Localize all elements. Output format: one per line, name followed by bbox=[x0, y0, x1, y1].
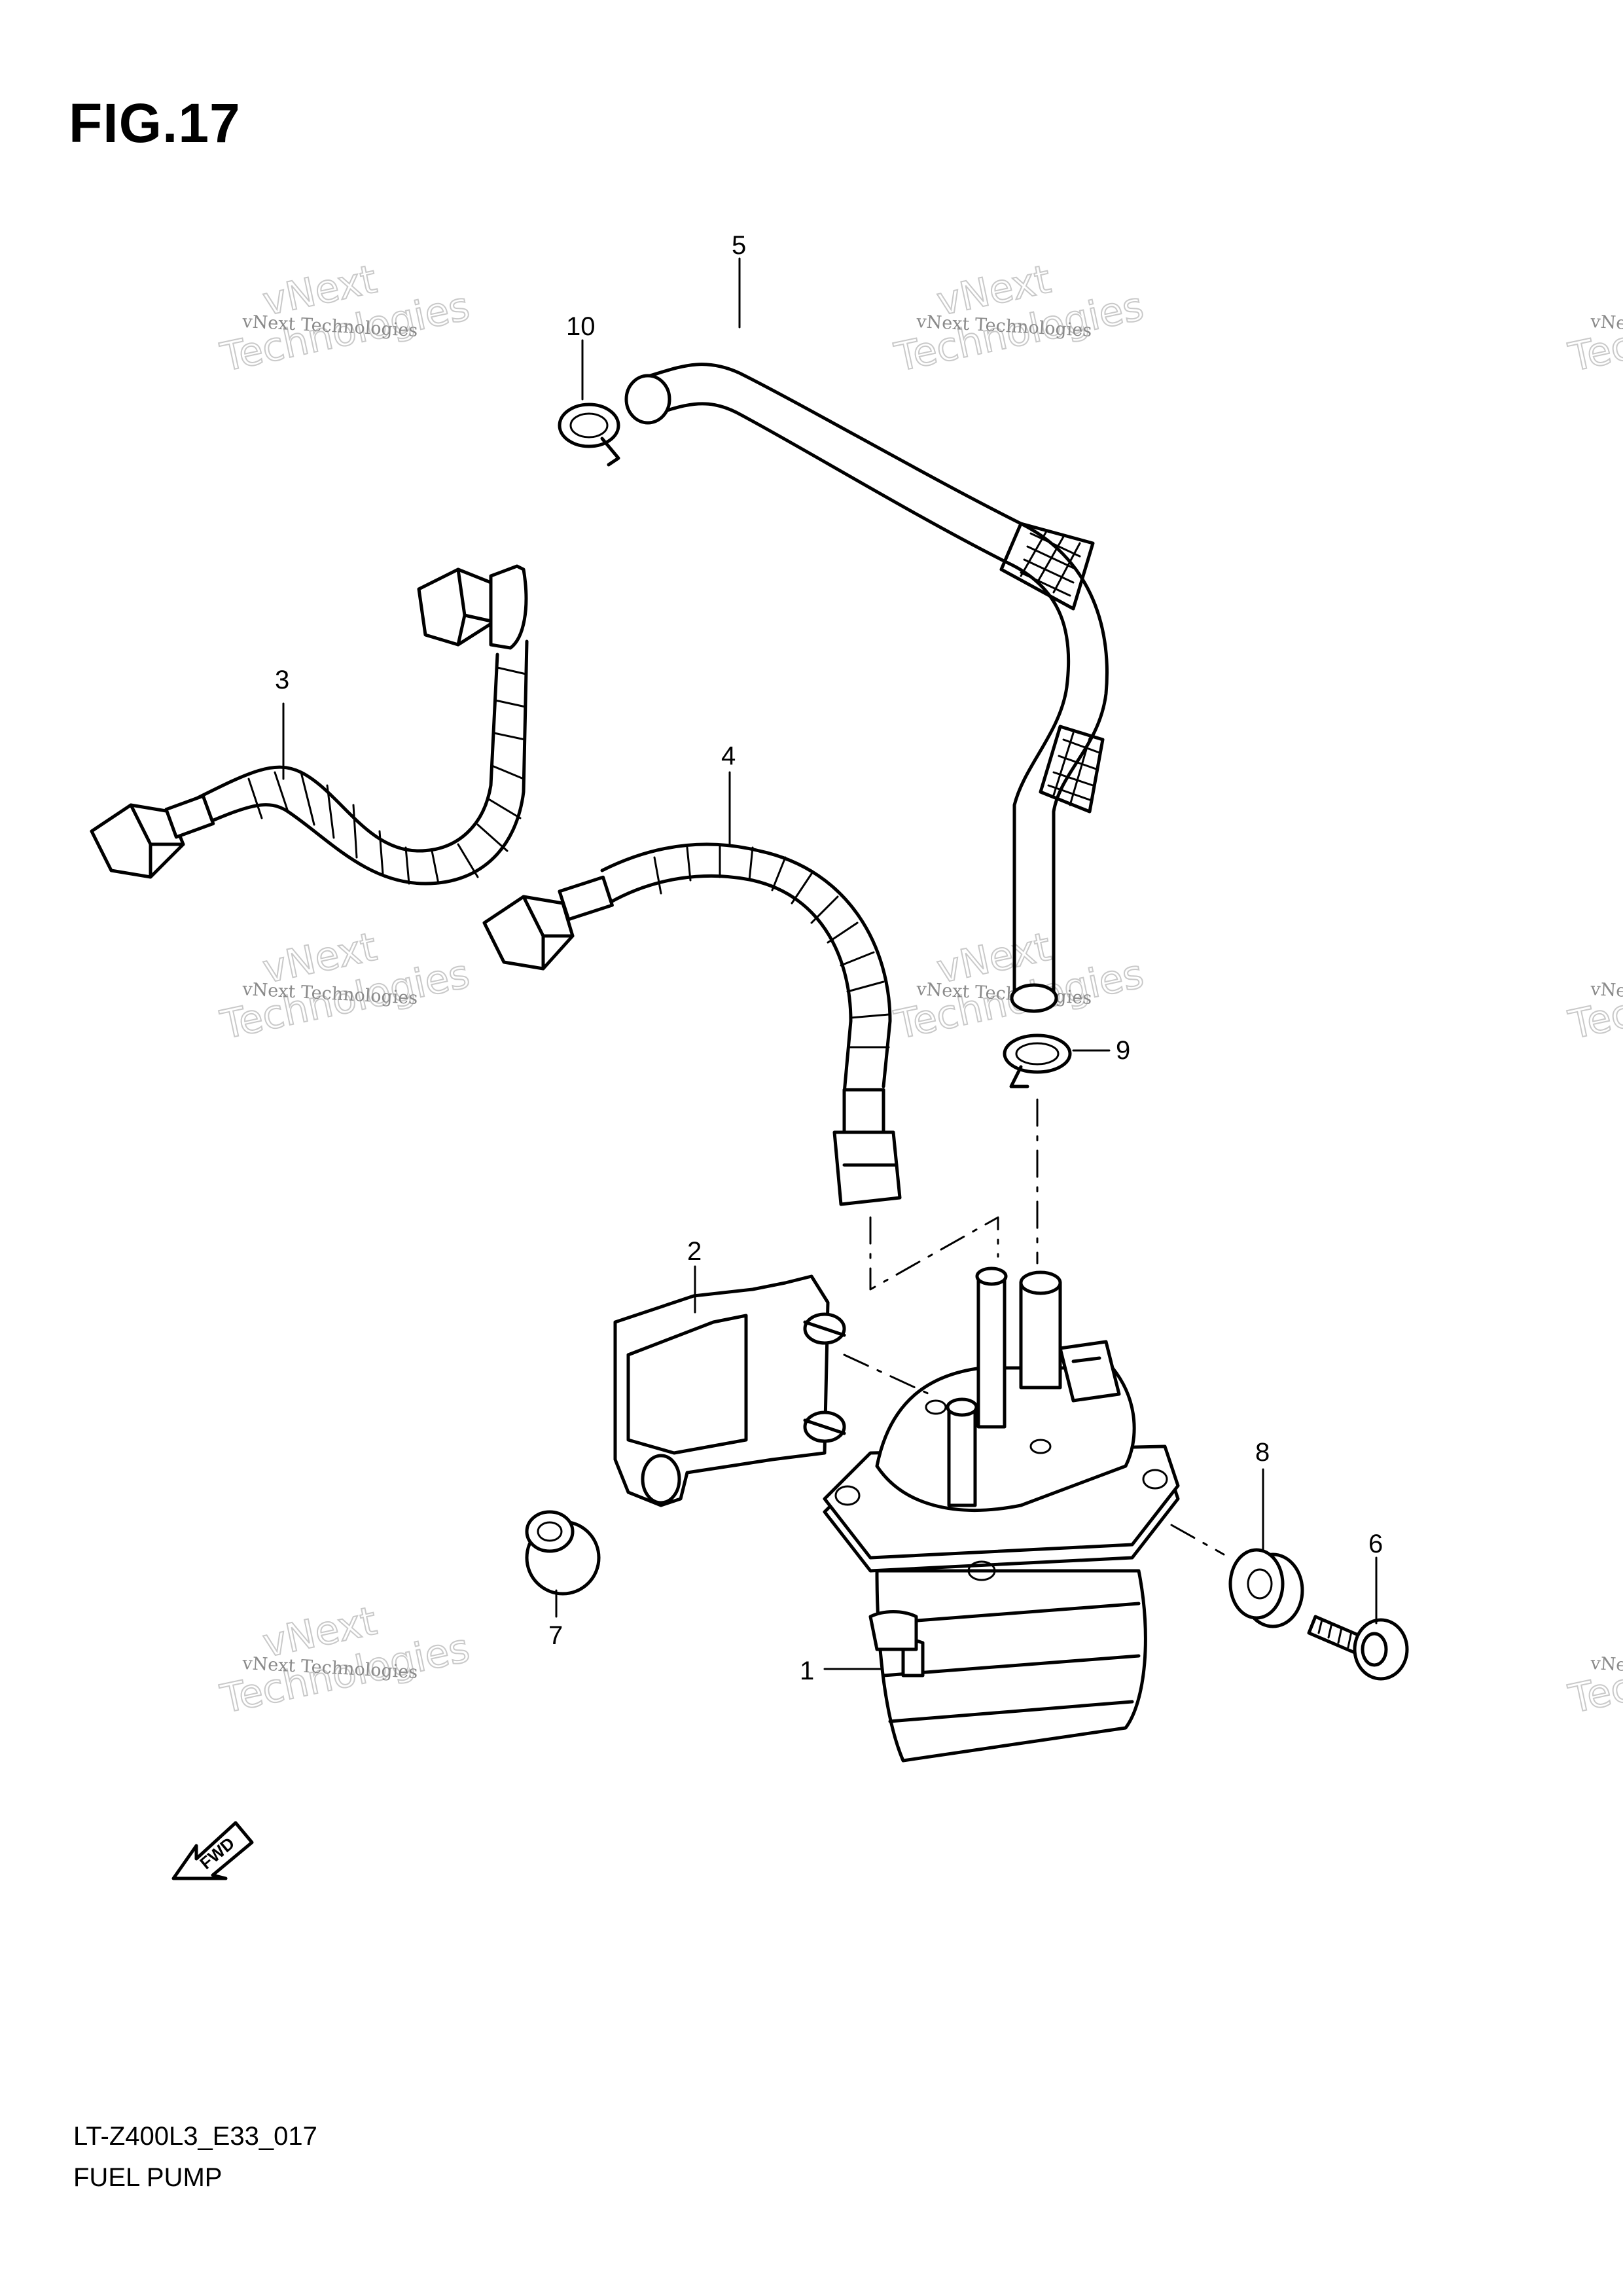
part-5-fuel-hose bbox=[624, 363, 1109, 1013]
part-9-clamp bbox=[1003, 1033, 1072, 1088]
callout-5: 5 bbox=[732, 231, 746, 260]
part-10-clamp bbox=[558, 403, 620, 467]
model-code: LT-Z400L3_E33_017 bbox=[73, 2122, 317, 2151]
callout-9: 9 bbox=[1116, 1036, 1130, 1065]
part-4-fuel-line bbox=[482, 842, 902, 1206]
callout-2: 2 bbox=[687, 1237, 702, 1266]
callout-7: 7 bbox=[548, 1621, 563, 1650]
hose-end bbox=[624, 374, 671, 425]
part-3-fuel-line bbox=[90, 564, 529, 886]
part-2-bracket bbox=[613, 1274, 846, 1507]
assembly-guides bbox=[843, 1098, 1225, 1556]
part-1-fuel-pump bbox=[823, 1266, 1180, 1763]
figure-name: FUEL PUMP bbox=[73, 2163, 223, 2192]
callout-1: 1 bbox=[800, 1657, 814, 1685]
callout-4: 4 bbox=[721, 742, 736, 770]
callout-8: 8 bbox=[1255, 1438, 1270, 1467]
callout-leaders bbox=[282, 257, 1378, 1670]
part-8-grommet bbox=[1228, 1548, 1304, 1628]
callout-3: 3 bbox=[275, 666, 289, 694]
hose-end bbox=[1010, 983, 1058, 1013]
callout-6: 6 bbox=[1368, 1530, 1383, 1558]
part-6-bolt bbox=[1307, 1615, 1409, 1681]
part-7-grommet bbox=[525, 1510, 601, 1596]
fwd-arrow-icon: FWD bbox=[171, 1821, 254, 1880]
figure-title: FIG.17 bbox=[69, 92, 241, 154]
callout-10: 10 bbox=[566, 312, 596, 341]
